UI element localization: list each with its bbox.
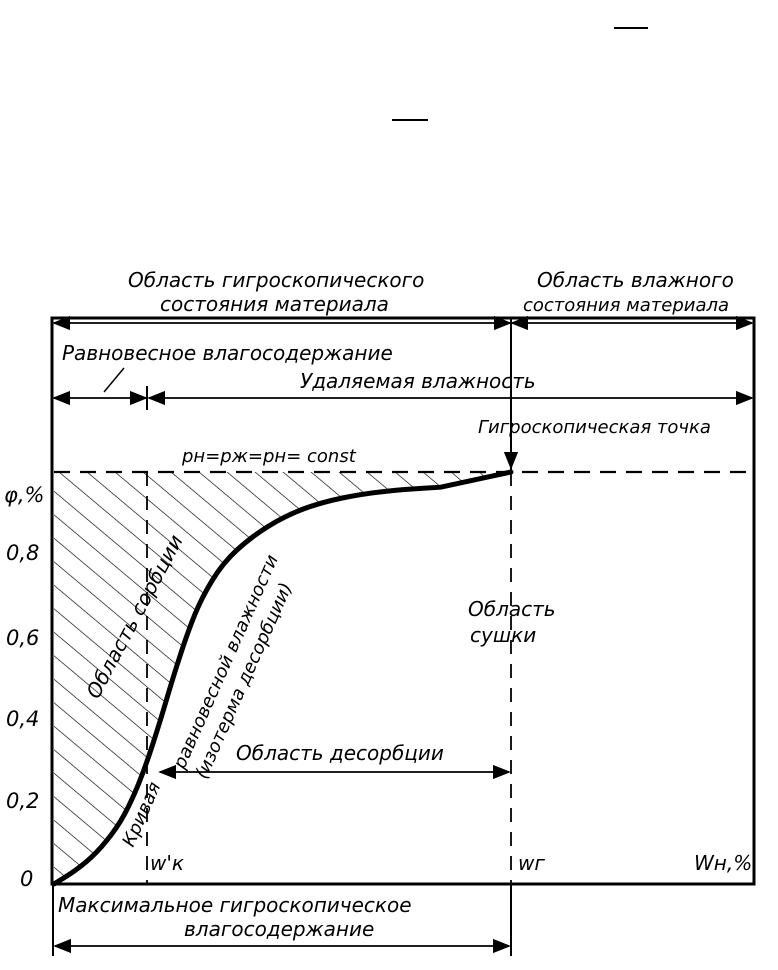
y-tick-0: 0	[20, 867, 33, 891]
removable-moisture-label: Удаляемая влажность	[300, 369, 536, 393]
max-hygro-label-2: влагосодержание	[184, 917, 374, 941]
y-axis-label: φ,%	[4, 483, 44, 507]
desorption-area-label: Область десорбции	[236, 741, 444, 765]
moist-region-title-2: состояния материала	[523, 295, 729, 316]
plot-frame	[50, 316, 756, 886]
sorption-hatched-region	[54, 472, 511, 884]
hygroscopic-region-title-2: состояния материала	[160, 292, 389, 316]
y-tick-04: 0,4	[6, 707, 39, 731]
equilibrium-moisture-label: Равновесное влагосодержание	[62, 341, 393, 365]
hygroscopic-point-label: Гигроскопическая точка	[478, 417, 711, 438]
x-mark-wg: wг	[518, 851, 545, 875]
equilibrium-leader	[103, 367, 125, 393]
hygroscopic-region-title-1: Область гигроскопического	[128, 268, 424, 292]
x-mark-wk: w'к	[150, 851, 184, 875]
y-tick-08: 0,8	[6, 541, 39, 565]
drying-area-label-1: Область	[468, 597, 556, 621]
drying-area-label-2: сушки	[470, 623, 536, 647]
y-tick-06: 0,6	[6, 626, 39, 650]
desorption-isotherm-curve	[51, 469, 514, 887]
y-ticks: 0 0,2 0,4 0,6 0,8	[6, 541, 39, 891]
max-hygro-label-1: Максимальное гигроскопическое	[58, 893, 412, 917]
x-axis-label: Wн,%	[694, 851, 752, 875]
constant-pressure-label: pн=pж=pн= const	[181, 446, 357, 467]
y-tick-02: 0,2	[6, 789, 39, 813]
moist-region-title-1: Область влажного	[537, 268, 734, 292]
